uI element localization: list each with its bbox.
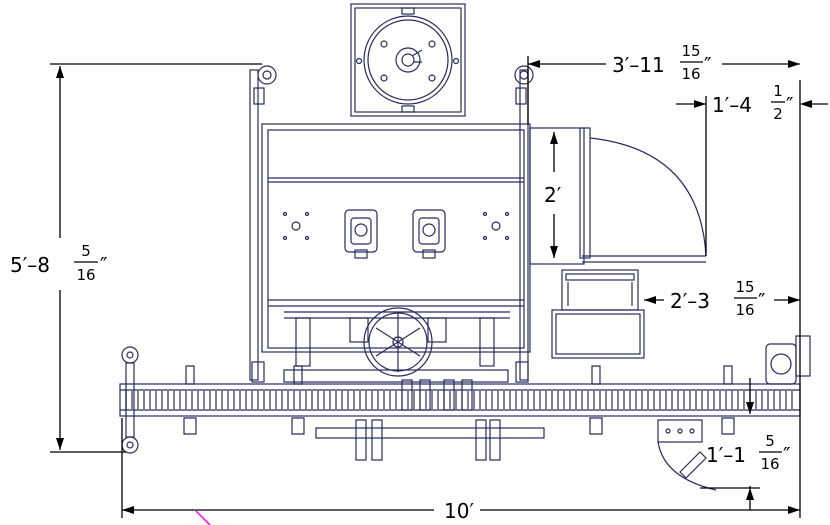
dim-total-height: 5′–8 5 16 ″ [10,242,107,284]
svg-text:2: 2 [773,105,783,123]
svg-text:5: 5 [81,242,91,260]
dim-door-height: 2′ [544,183,562,207]
svg-text:″: ″ [786,93,793,117]
dim-total-width: 10′ [444,499,474,523]
svg-text:1: 1 [773,82,783,100]
svg-text:16: 16 [681,65,700,83]
svg-text:3′–11: 3′–11 [612,53,665,77]
svg-text:15: 15 [735,278,754,296]
svg-text:16: 16 [76,266,95,284]
main-frame [249,65,534,383]
svg-text:″: ″ [704,53,711,77]
pump-right [412,209,446,259]
svg-text:16: 16 [760,455,779,473]
svg-text:1′–4: 1′–4 [712,93,752,117]
accent-mark [195,510,211,525]
discharge-chute [657,419,717,491]
dim-panel-offset: 1′–4 1 2 ″ [712,82,793,123]
dim-side-unit: 2′–3 15 16 ″ [670,278,765,319]
svg-text:15: 15 [681,42,700,60]
side-unit [551,269,645,359]
svg-text:″: ″ [758,289,765,313]
pump-left [344,209,378,259]
svg-text:1′–1: 1′–1 [706,443,746,467]
svg-text:16: 16 [735,301,754,319]
side-door [529,127,707,265]
rotary-table [350,3,466,117]
dim-top-right: 3′–11 15 16 ″ [612,42,711,83]
svg-text:″: ″ [100,253,107,277]
svg-text:5′–8: 5′–8 [10,253,50,277]
conveyor [119,335,811,461]
svg-text:5: 5 [765,432,775,450]
svg-text:″: ″ [783,443,790,467]
svg-text:2′–3: 2′–3 [670,289,710,313]
dim-conveyor-offset: 1′–1 5 16 ″ [706,432,790,473]
